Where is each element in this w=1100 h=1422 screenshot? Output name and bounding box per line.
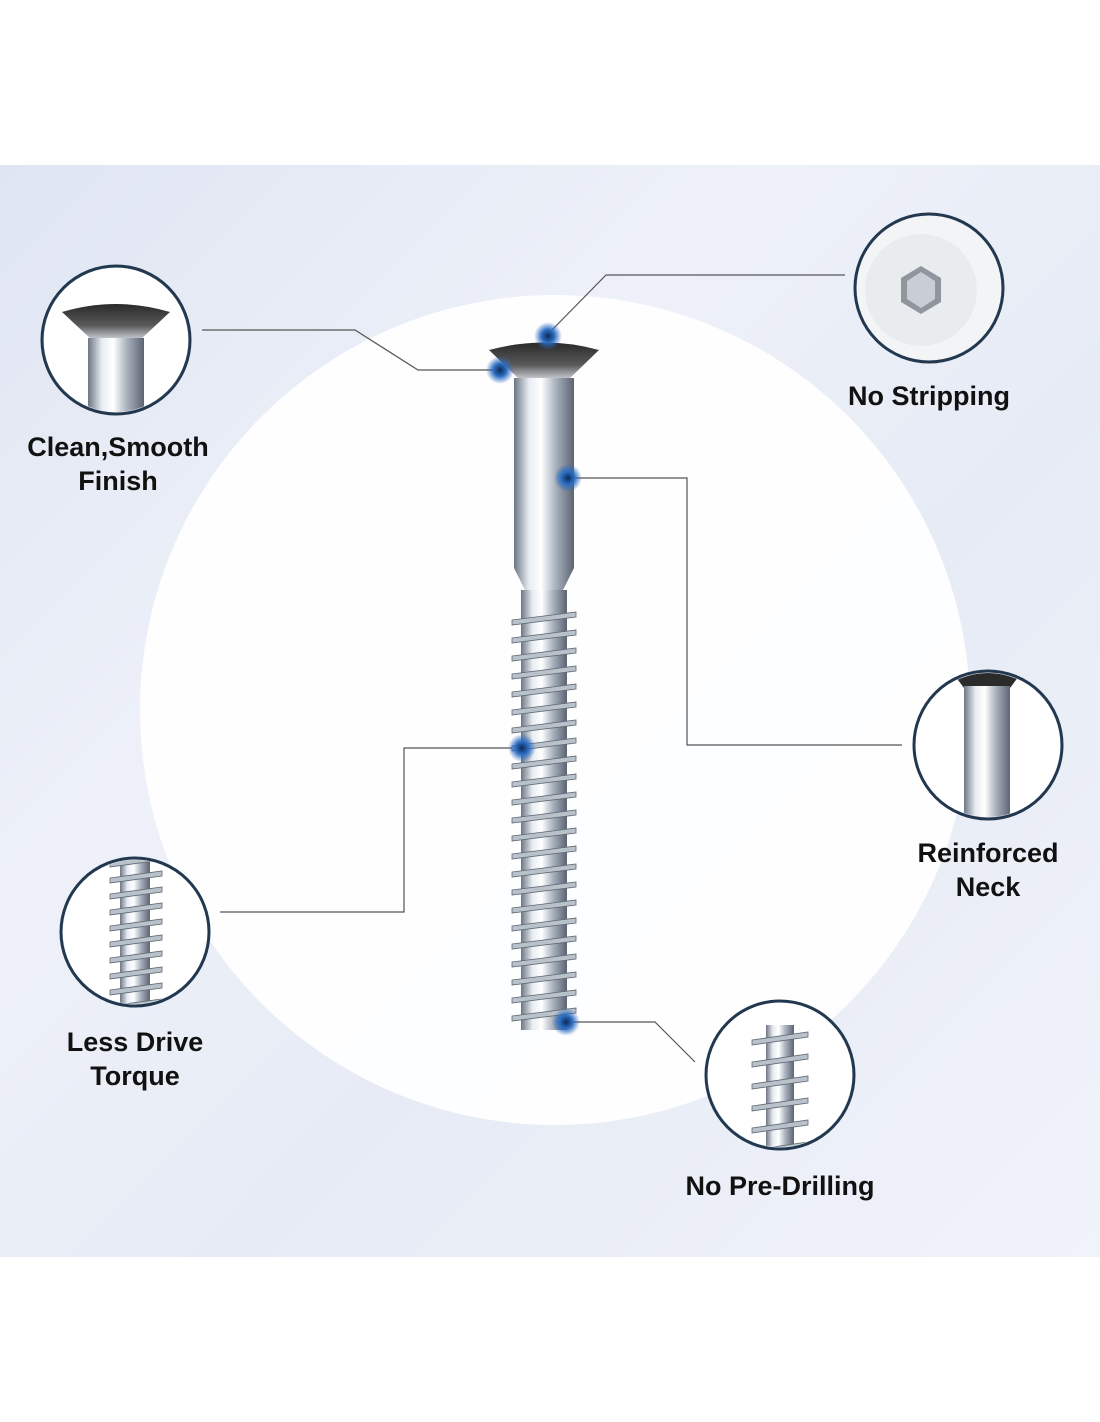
thread-ridge xyxy=(109,860,163,868)
thread-ridge xyxy=(751,1141,809,1147)
thread-ridge xyxy=(511,989,577,1004)
thread-ridge xyxy=(751,1097,809,1112)
feature-label-less-drive-torque: Less Drive Torque xyxy=(35,1025,235,1093)
thread-ridge xyxy=(511,665,577,680)
thread-ridge xyxy=(511,629,577,644)
thread-ridge xyxy=(511,953,577,968)
callout-no-pre-drilling xyxy=(704,999,856,1151)
thread-ridge xyxy=(109,918,163,932)
marker-head-top xyxy=(534,322,562,350)
thread-ridge xyxy=(109,998,163,1004)
thread-ridge xyxy=(511,791,577,806)
leader-no-pre-drilling xyxy=(568,1021,696,1063)
less-drive-torque-line1: Less Drive xyxy=(66,1027,204,1057)
screw-taper xyxy=(514,568,574,592)
feature-label-reinforced-neck: Reinforced Neck xyxy=(888,836,1088,904)
leader-less-drive-torque xyxy=(220,747,522,913)
thread-ridge xyxy=(511,773,577,788)
thread-ridge xyxy=(751,1031,809,1046)
reinforced-neck-line2: Neck xyxy=(955,872,1021,902)
thread-ridge xyxy=(511,971,577,986)
thread-ridge xyxy=(511,683,577,698)
callout-less-drive-torque xyxy=(59,856,211,1008)
thread-ridge xyxy=(511,935,577,950)
marker-tip xyxy=(552,1008,580,1036)
callout-no-stripping xyxy=(853,212,1005,364)
thread-ridge xyxy=(511,719,577,734)
thread-ridge xyxy=(109,982,163,996)
leader-no-stripping xyxy=(551,274,845,331)
markers xyxy=(486,322,582,1036)
no-pre-drilling-line1: No Pre-Drilling xyxy=(685,1171,875,1201)
clean-finish-line2: Finish xyxy=(78,466,158,496)
reinforced-neck-line1: Reinforced xyxy=(917,838,1059,868)
marker-neck xyxy=(554,464,582,492)
thread-ridge xyxy=(109,902,163,916)
thread-ridge xyxy=(109,934,163,948)
marker-thread xyxy=(508,734,536,762)
thread-ridge xyxy=(751,1075,809,1090)
no-stripping-line1: No Stripping xyxy=(848,381,1010,411)
thread-ridge xyxy=(109,966,163,980)
callout-reinforced-neck xyxy=(912,669,1064,821)
thread-ridge xyxy=(751,1053,809,1068)
thread-ridge xyxy=(751,1119,809,1134)
feature-label-no-pre-drilling: No Pre-Drilling xyxy=(655,1169,905,1203)
thread-ridge xyxy=(511,647,577,662)
thread-ridge xyxy=(511,917,577,932)
screw-head xyxy=(489,342,599,380)
less-drive-torque-line2: Torque xyxy=(90,1061,180,1091)
feature-label-no-stripping: No Stripping xyxy=(829,379,1029,413)
thread-ridge xyxy=(511,611,577,626)
thread-ridge xyxy=(511,755,577,770)
thread-ridge xyxy=(511,899,577,914)
leader-reinforced-neck xyxy=(570,477,902,746)
screw-threads xyxy=(511,611,577,1022)
clean-finish-line1: Clean,Smooth xyxy=(27,432,209,462)
thread-ridge xyxy=(109,886,163,900)
thread-ridge xyxy=(511,701,577,716)
thread-ridge xyxy=(109,950,163,964)
thread-ridge xyxy=(511,827,577,842)
callout-clean-finish xyxy=(40,264,192,416)
thread-ridge xyxy=(511,881,577,896)
leader-clean-finish xyxy=(202,329,500,371)
marker-head-side xyxy=(486,356,514,384)
thread-ridge xyxy=(511,863,577,878)
feature-label-clean-finish: Clean,Smooth Finish xyxy=(18,430,218,498)
thread-ridge xyxy=(511,845,577,860)
thread-ridge xyxy=(511,809,577,824)
thread-ridge xyxy=(109,870,163,884)
leader-lines xyxy=(202,274,902,1063)
